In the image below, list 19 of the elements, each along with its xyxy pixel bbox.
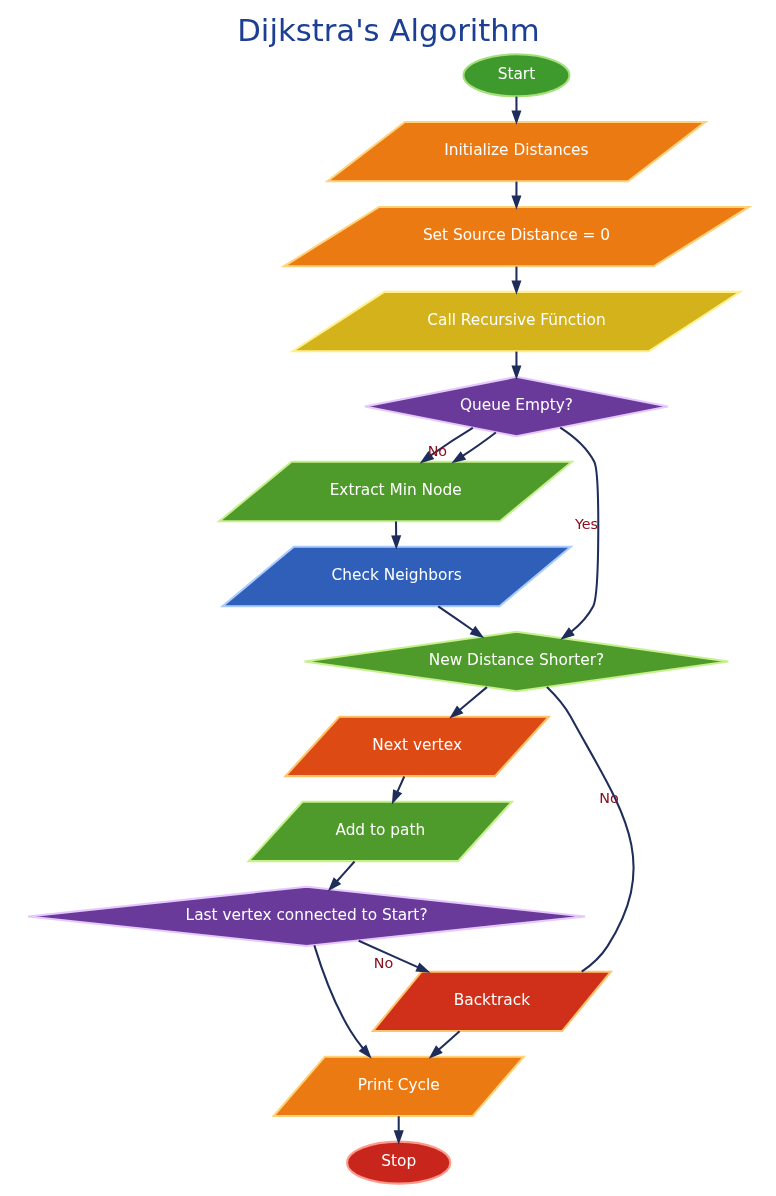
- arrow: [419, 426, 473, 464]
- arrow: [391, 776, 405, 805]
- arrow: [437, 605, 484, 639]
- arrow: [448, 686, 488, 719]
- node-diamond: New Distance Shorter?: [303, 630, 729, 693]
- diagram-title: Dijkstra's Algorithm: [236, 12, 540, 49]
- arrow: [450, 431, 496, 464]
- edge-label: No: [373, 954, 393, 971]
- arrow: [428, 1030, 460, 1059]
- node-diamond: Last vertex connected to Start?: [26, 885, 586, 948]
- connector: [545, 686, 635, 973]
- arrow: [559, 426, 599, 640]
- arrow: [312, 945, 372, 1059]
- arrow: [327, 860, 355, 892]
- arrow: [393, 1116, 404, 1145]
- node-ellipse: Stop: [345, 1140, 451, 1185]
- arrow: [357, 939, 430, 973]
- node-diamond: Queue Empty?: [363, 375, 669, 438]
- node-ellipse: Start: [461, 53, 570, 98]
